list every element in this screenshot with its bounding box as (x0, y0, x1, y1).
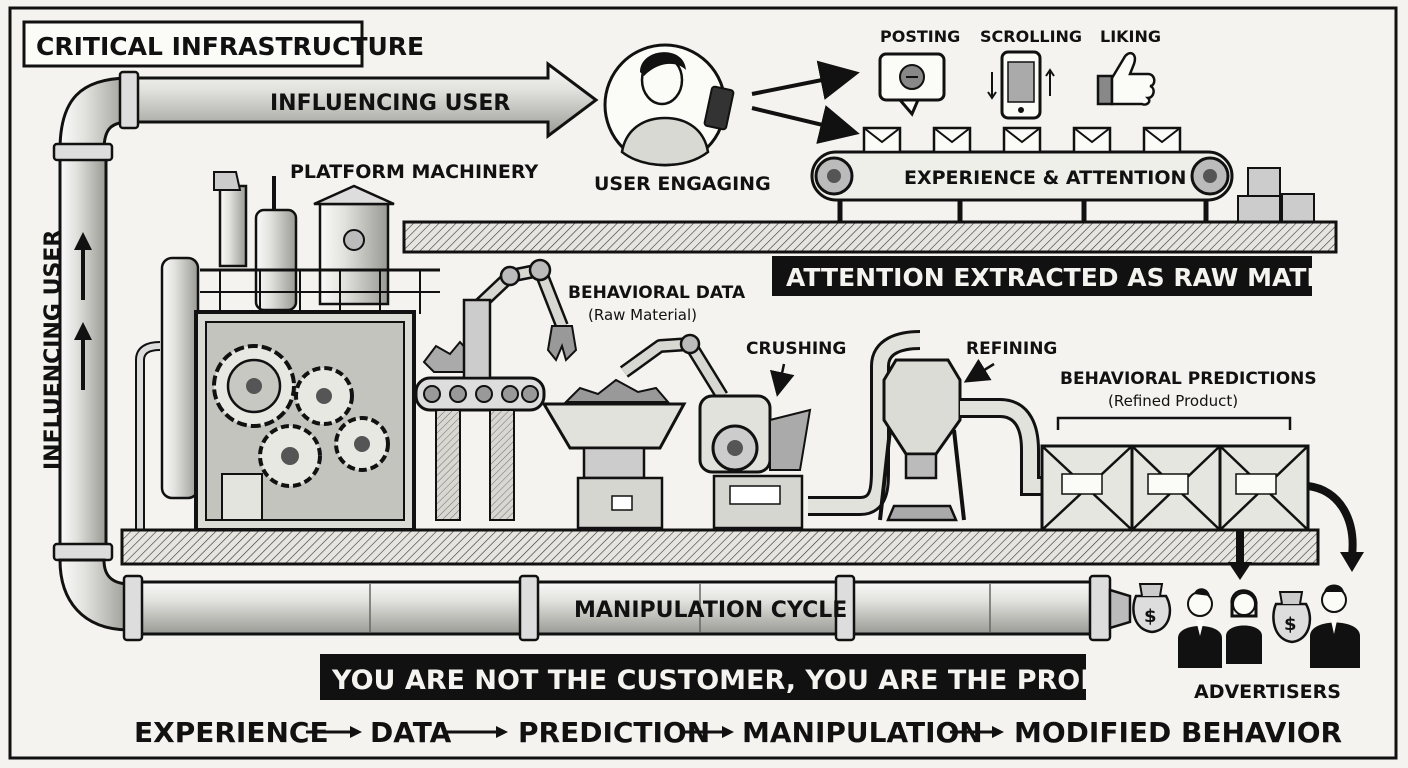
behavioral-data-label: BEHAVIORAL DATA (568, 283, 746, 303)
experience-attention-label: EXPERIENCE & ATTENTION (904, 167, 1186, 189)
scrolling-icon (987, 50, 1055, 120)
crusher (541, 378, 687, 530)
envelope-icon (862, 126, 902, 154)
crate (1130, 444, 1222, 532)
advertisers-label: ADVERTISERS (1194, 681, 1341, 703)
advertiser-arrows (1228, 482, 1364, 580)
svg-text:$: $ (1284, 614, 1297, 635)
envelope-icons (862, 126, 1182, 154)
flow-arrow-icon (684, 726, 734, 738)
attention-banner: ATTENTION EXTRACTED AS RAW MATERIAL (772, 256, 1387, 296)
refining-label: REFINING (966, 339, 1057, 359)
flow-arrow-icon (306, 726, 362, 738)
svg-text:INFLUENCING USER: INFLUENCING USER (41, 230, 66, 470)
page-title: CRITICAL INFRASTRUCTURE (36, 32, 424, 61)
crushing-machine (619, 333, 812, 530)
data-conveyor (414, 340, 546, 521)
flow-arrow-icon (446, 726, 508, 738)
outer-border (8, 6, 1398, 760)
user-engaging-label: USER ENGAGING (594, 173, 771, 195)
behavioral-predictions-label: BEHAVIORAL PREDICTIONS (1060, 369, 1317, 389)
flow-sequence: EXPERIENCE DATA PREDICTION MANIPULATION … (134, 716, 1342, 749)
flow-step-prediction: PREDICTION (518, 716, 710, 749)
thumbs-up-icon (1096, 51, 1156, 106)
liking-label: LIKING (1100, 27, 1161, 46)
robot-arm (462, 258, 578, 380)
envelope-icon (1142, 126, 1182, 154)
flow-step-modified-behavior: MODIFIED BEHAVIOR (1014, 716, 1342, 749)
crate (1218, 444, 1310, 532)
platform-machinery-label: PLATFORM MACHINERY (290, 161, 539, 183)
predictions-bracket (1056, 416, 1292, 430)
flow-step-experience: EXPERIENCE (134, 716, 329, 749)
envelope-icon (932, 126, 972, 154)
money-bag-icon: $ (1132, 583, 1172, 634)
flow-arrow-icon (950, 726, 1004, 738)
upper-floor (402, 220, 1338, 254)
title-box: CRITICAL INFRASTRUCTURE (22, 20, 424, 68)
flow-step-data: DATA (370, 716, 452, 749)
flow-step-manipulation: MANIPULATION (742, 716, 983, 749)
up-arrow-icon (74, 232, 92, 390)
crate (1040, 444, 1134, 532)
advertiser-avatar (1226, 589, 1262, 664)
manipulation-cycle-label: MANIPULATION CYCLE (574, 598, 847, 623)
envelope-icon (1072, 126, 1112, 154)
stacked-boxes (1237, 167, 1315, 223)
behavioral-predictions-sublabel: (Refined Product) (1108, 392, 1238, 410)
refinery (808, 330, 1046, 522)
attention-conveyor (810, 150, 1234, 222)
product-banner: YOU ARE NOT THE CUSTOMER, YOU ARE THE PR… (320, 654, 1169, 700)
svg-text:ATTENTION EXTRACTED AS RAW MAT: ATTENTION EXTRACTED AS RAW MATERIAL (786, 263, 1387, 292)
manipulation-pipe (52, 61, 1132, 642)
refining-arrow-icon (963, 358, 995, 383)
prediction-crates (1040, 444, 1310, 532)
user-engaging-avatar (603, 43, 735, 167)
svg-text:$: $ (1144, 606, 1157, 627)
influencing-user-side-label: INFLUENCING USER (41, 230, 66, 470)
svg-text:YOU ARE NOT THE CUSTOMER, YOU: YOU ARE NOT THE CUSTOMER, YOU ARE THE PR… (331, 665, 1169, 696)
crushing-arrow-icon (769, 363, 795, 397)
advertisers-group: $ $ (1132, 583, 1360, 668)
advertiser-avatar (1178, 588, 1222, 668)
platform-machinery (135, 171, 440, 532)
money-bag-icon: $ (1272, 591, 1312, 644)
advertiser-avatar (1310, 584, 1360, 668)
lower-floor (120, 528, 1320, 566)
scrolling-label: SCROLLING (980, 27, 1082, 46)
posting-icon (878, 52, 946, 117)
envelope-icon (1002, 126, 1042, 154)
engage-arrows (751, 60, 860, 144)
behavioral-data-sublabel: (Raw Material) (588, 306, 697, 324)
posting-label: POSTING (880, 27, 960, 46)
influencing-user-top-label: INFLUENCING USER (270, 91, 510, 116)
crushing-label: CRUSHING (746, 339, 846, 359)
